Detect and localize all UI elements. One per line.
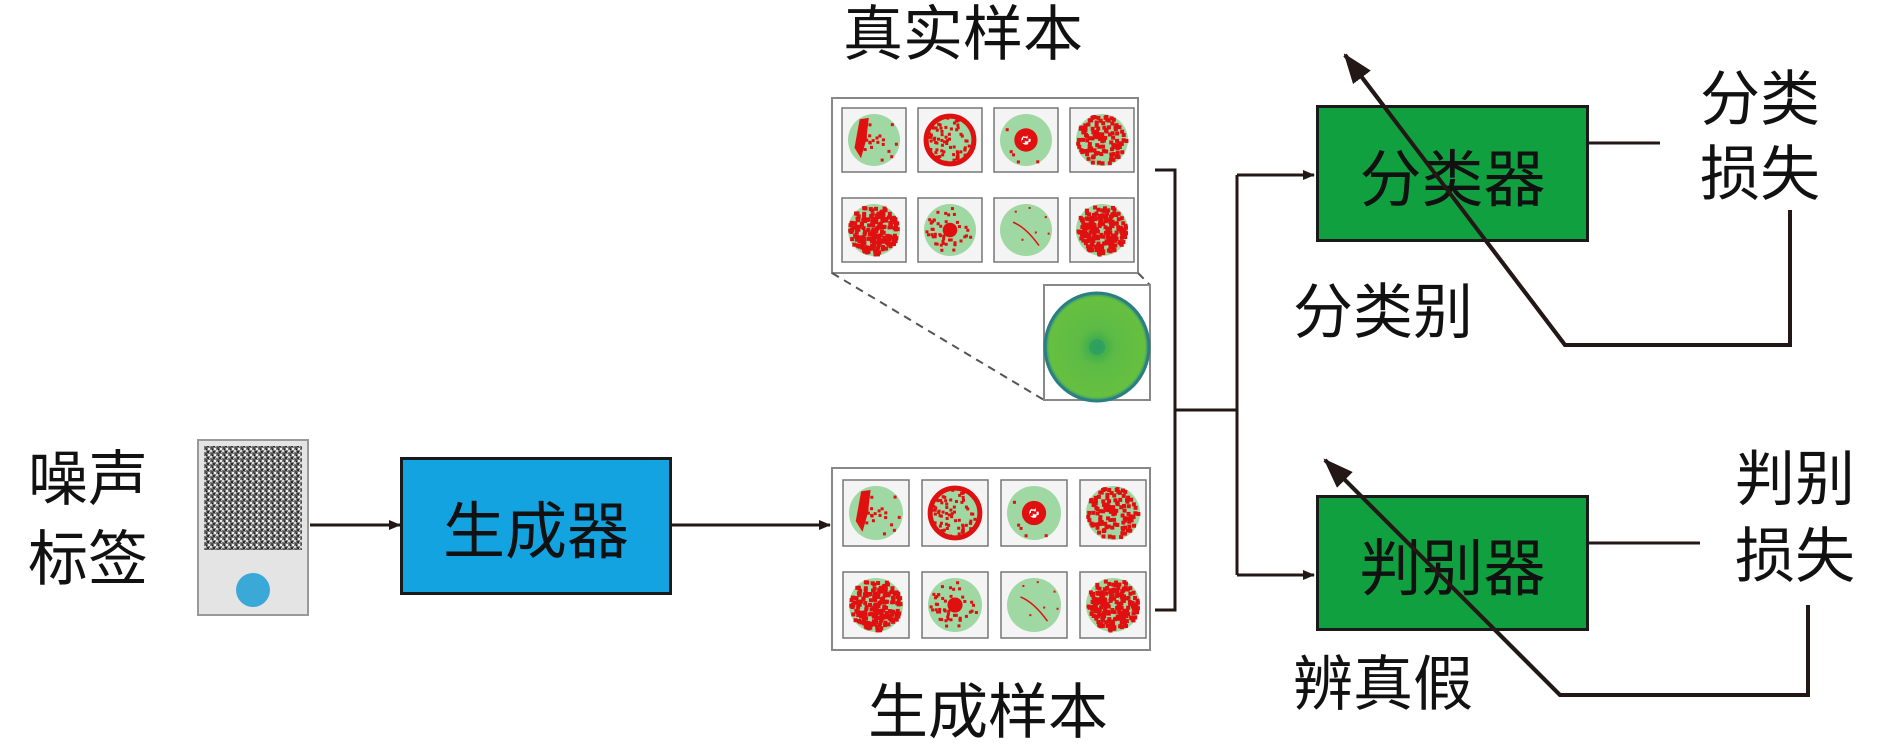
wafer-center	[921, 571, 989, 639]
wafer-loc	[917, 107, 983, 173]
classify-category-text: 分类别	[1293, 278, 1473, 348]
wafer-near-full	[842, 571, 910, 639]
classification-loss-line1: 分类	[1700, 65, 1820, 135]
discrimination-loss-line2: 损失	[1735, 522, 1855, 592]
classifier-block: 分类器	[1316, 105, 1589, 242]
real-samples-panel	[831, 97, 1139, 274]
generator-block: 生成器	[400, 457, 672, 595]
wafer-random	[1069, 107, 1135, 173]
wafer-donut	[1000, 479, 1068, 547]
wafer-near-full	[841, 197, 907, 263]
discriminate-real-fake-text: 辨真假	[1293, 650, 1473, 720]
label-text: 标签	[28, 525, 148, 595]
wafer-loc	[921, 479, 989, 547]
wafer-scratch	[993, 197, 1059, 263]
generated-samples-title: 生成样本	[868, 678, 1108, 748]
wafer-near-full	[1079, 571, 1147, 639]
discriminator-block: 判别器	[1316, 495, 1589, 631]
wafer-near-full	[1069, 197, 1135, 263]
real-samples-title: 真实样本	[843, 0, 1083, 70]
zoom-callout	[831, 272, 1151, 403]
wafer-edge-loc	[842, 479, 910, 547]
label-dot	[236, 573, 270, 607]
noise-text: 噪声	[28, 445, 148, 515]
classification-loss-line2: 损失	[1700, 140, 1820, 210]
wafer-center	[917, 197, 983, 263]
wafer-random	[1079, 479, 1147, 547]
discrimination-loss-line1: 判别	[1735, 445, 1855, 515]
generated-samples-panel	[831, 467, 1151, 651]
wafer-edge-loc	[841, 107, 907, 173]
wafer-donut	[993, 107, 1059, 173]
wafer-scratch	[1000, 571, 1068, 639]
noise-label-card	[197, 439, 309, 616]
sample-bracket	[1155, 168, 1239, 612]
